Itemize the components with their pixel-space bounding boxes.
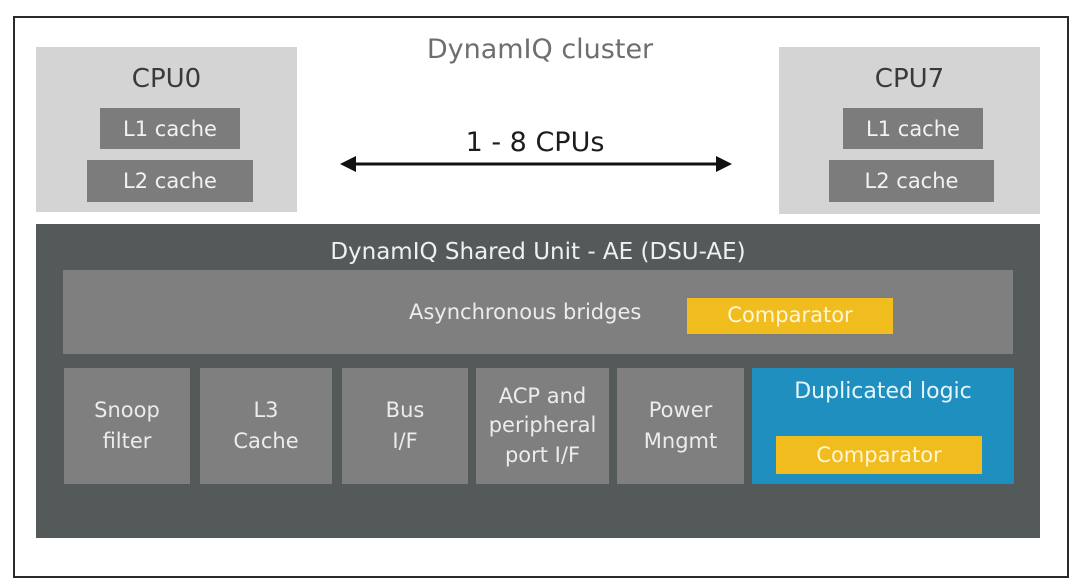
dsu-ae-box: DynamIQ Shared Unit - AE (DSU-AE) Asynch… — [36, 224, 1040, 538]
block-line: Bus — [385, 397, 425, 422]
dsu-title: DynamIQ Shared Unit - AE (DSU-AE) — [330, 239, 746, 265]
cpu0-title: CPU0 — [131, 64, 202, 94]
cpu0-l2-cache: L2 cache — [87, 160, 253, 202]
cpu7-title: CPU7 — [874, 64, 945, 94]
cpu7-box: CPU7 L1 cache L2 cache — [779, 47, 1040, 214]
cpu0-l1-cache: L1 cache — [100, 108, 240, 149]
block-line: I/F — [392, 429, 418, 453]
block-line: peripheral — [488, 413, 597, 438]
duplicated-logic-label: Duplicated logic — [794, 378, 972, 404]
bus-if-block: Bus I/F — [342, 368, 468, 484]
cpu7-l1-cache: L1 cache — [843, 108, 983, 149]
cpu7-l2-cache: L2 cache — [829, 160, 994, 202]
cpu-range-label: 1 - 8 CPUs — [465, 126, 605, 158]
cpu0-box: CPU0 L1 cache L2 cache — [36, 47, 297, 212]
block-line: Power — [648, 397, 713, 422]
block-line: filter — [102, 429, 152, 453]
block-line: Snoop — [94, 397, 160, 422]
block-line: Cache — [233, 429, 299, 453]
cluster-title: DynamIQ cluster — [426, 33, 654, 65]
async-comparator: Comparator — [687, 298, 893, 334]
block-line: ACP and — [498, 383, 587, 408]
async-bridges-label: Asynchronous bridges — [409, 300, 642, 324]
snoop-filter-block: Snoop filter — [64, 368, 190, 484]
block-line: port I/F — [504, 442, 581, 467]
power-mngmt-block: Power Mngmt — [617, 368, 744, 484]
block-line: L3 — [253, 397, 279, 422]
block-line: Mngmt — [643, 429, 718, 453]
l3-cache-block: L3 Cache — [200, 368, 332, 484]
duplicated-logic-comparator: Comparator — [776, 436, 982, 474]
duplicated-logic-box: Duplicated logic Comparator — [752, 368, 1014, 484]
async-bridges-box: Asynchronous bridges Comparator — [63, 270, 1013, 354]
acp-peripheral-port-block: ACP and peripheral port I/F — [476, 368, 609, 484]
double-arrow-icon — [340, 156, 732, 172]
